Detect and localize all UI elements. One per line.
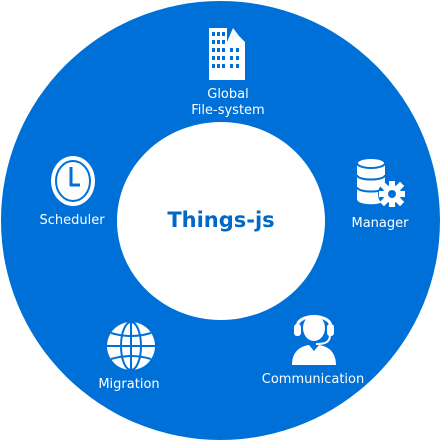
migration-label: Migration	[98, 377, 160, 392]
headset-user-icon	[290, 305, 338, 365]
database-gear-icon	[355, 155, 409, 211]
scheduler-label: Scheduler	[39, 213, 105, 228]
communication-label: Communication	[261, 372, 365, 387]
hub-circle	[117, 122, 325, 320]
hub-title: Things-js	[167, 208, 275, 232]
global-filesystem-label-line2: File-system	[191, 103, 265, 118]
building-icon	[209, 22, 245, 80]
global-filesystem-label: Global File-system	[178, 87, 278, 119]
globe-icon	[105, 320, 157, 372]
clock-icon	[50, 155, 96, 207]
manager-label: Manager	[351, 216, 409, 231]
global-filesystem-label-line1: Global	[207, 87, 249, 102]
